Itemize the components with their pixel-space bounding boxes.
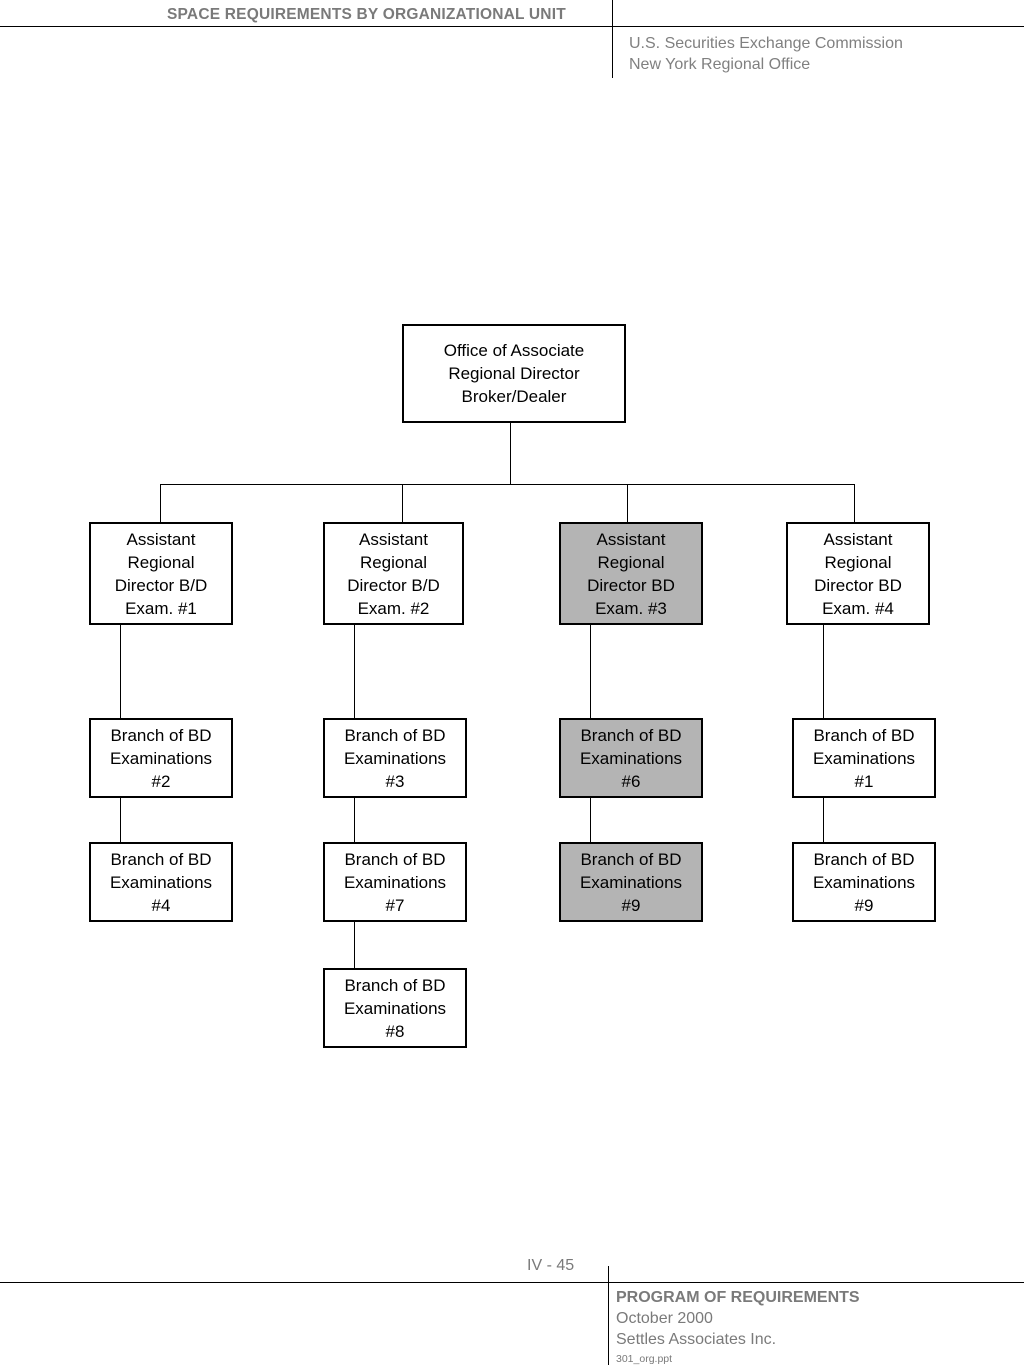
document-header-title: SPACE REQUIREMENTS BY ORGANIZATIONAL UNI… xyxy=(167,6,566,23)
connector-col1-a xyxy=(120,624,121,719)
box-branch-col3-2: Branch of BD Examinations #9 xyxy=(559,842,703,922)
organization-name: U.S. Securities Exchange Commission xyxy=(629,35,903,52)
box-assistant-director-1: Assistant Regional Director B/D Exam. #1 xyxy=(89,522,233,625)
page-number: IV - 45 xyxy=(527,1257,575,1274)
box-branch-col3-1: Branch of BD Examinations #6 xyxy=(559,718,703,798)
connector-to-assistant-3 xyxy=(627,484,628,523)
box-branch-col4-2: Branch of BD Examinations #9 xyxy=(792,842,936,922)
connector-col3-a xyxy=(590,624,591,719)
connector-root-down xyxy=(510,422,511,485)
connector-col2-c xyxy=(354,921,355,969)
box-branch-col4-1: Branch of BD Examinations #1 xyxy=(792,718,936,798)
connector-col4-a xyxy=(823,624,824,719)
box-branch-col2-3: Branch of BD Examinations #8 xyxy=(323,968,467,1048)
footer-divider xyxy=(608,1266,609,1365)
box-associate-regional-director: Office of Associate Regional Director Br… xyxy=(402,324,626,423)
program-title: PROGRAM OF REQUIREMENTS xyxy=(616,1289,860,1306)
box-assistant-director-4: Assistant Regional Director BD Exam. #4 xyxy=(786,522,930,625)
footer-rule xyxy=(0,1282,1024,1283)
box-branch-col2-1: Branch of BD Examinations #3 xyxy=(323,718,467,798)
header-divider xyxy=(612,0,613,78)
connector-horizontal-bar xyxy=(160,484,855,485)
box-branch-col2-2: Branch of BD Examinations #7 xyxy=(323,842,467,922)
connector-col2-b xyxy=(354,797,355,843)
connector-col4-b xyxy=(823,797,824,843)
footer-date: October 2000 xyxy=(616,1310,713,1327)
connector-to-assistant-4 xyxy=(854,484,855,523)
office-name: New York Regional Office xyxy=(629,56,811,73)
box-assistant-director-2: Assistant Regional Director B/D Exam. #2 xyxy=(323,522,464,625)
connector-col1-b xyxy=(120,797,121,843)
footer-company: Settles Associates Inc. xyxy=(616,1331,777,1348)
connector-to-assistant-2 xyxy=(402,484,403,523)
connector-col3-b xyxy=(590,797,591,843)
connector-col2-a xyxy=(354,624,355,719)
box-branch-col1-1: Branch of BD Examinations #2 xyxy=(89,718,233,798)
box-assistant-director-3: Assistant Regional Director BD Exam. #3 xyxy=(559,522,703,625)
box-branch-col1-2: Branch of BD Examinations #4 xyxy=(89,842,233,922)
footer-file-name: 301_org.ppt xyxy=(616,1353,673,1365)
header-rule xyxy=(0,26,1024,27)
connector-to-assistant-1 xyxy=(160,484,161,523)
